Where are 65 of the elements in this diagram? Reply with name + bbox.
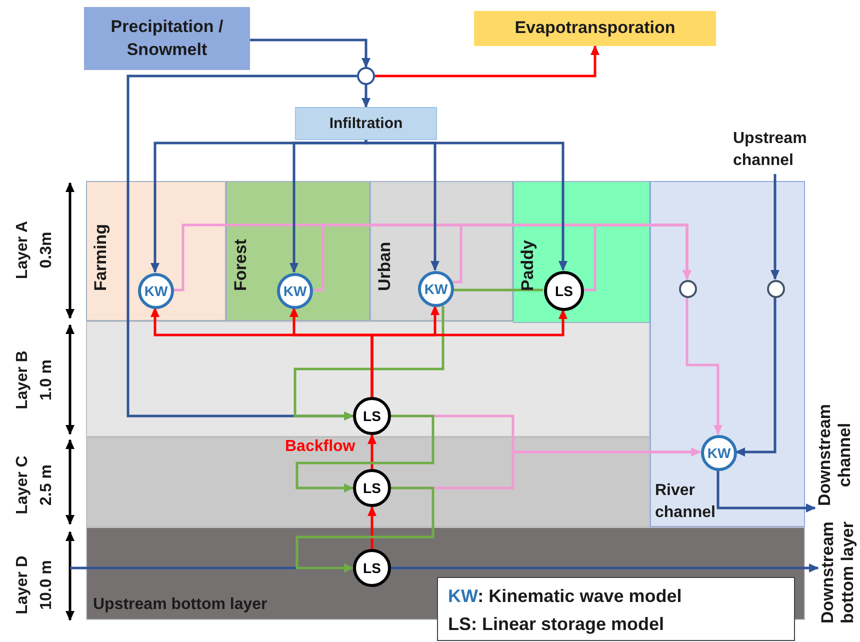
flow-box — [84, 7, 250, 70]
key-text: KW: Kinematic wave model — [448, 585, 683, 608]
edge-label: Backflow — [285, 438, 356, 456]
layer-label: Layer B — [13, 350, 32, 412]
model-circle — [701, 435, 737, 471]
layer-label: 2.5 m — [37, 464, 56, 508]
layer-label: Layer A — [13, 220, 32, 282]
junction-circle — [679, 280, 697, 298]
arrow — [296, 486, 434, 572]
arrow — [375, 45, 600, 78]
arrow — [294, 306, 444, 420]
arrow — [370, 309, 568, 397]
arrow — [362, 85, 370, 108]
arrow — [686, 297, 722, 435]
circle-label: KW — [144, 283, 168, 299]
box-label: Precipitation / Snowmelt — [110, 16, 224, 60]
band-label: River channel — [655, 481, 716, 523]
text-label: Upstream channel — [733, 128, 817, 174]
model-circle — [277, 273, 313, 309]
layer-label: 1.0 m — [37, 358, 56, 402]
land-use-column — [226, 181, 370, 321]
layer-label: Layer D — [13, 554, 32, 616]
circle-label: KW — [707, 445, 731, 461]
flow-box — [295, 107, 437, 140]
arrow — [716, 470, 816, 512]
box-label: Evapotransporation — [514, 17, 676, 40]
model-circle — [138, 273, 174, 309]
arrow — [368, 434, 376, 469]
circle-label: KW — [283, 283, 307, 299]
column-label: Forest — [230, 239, 251, 291]
layer-label: 10.0 m — [37, 559, 56, 612]
layer-label: 0.3m — [37, 230, 56, 270]
arrow — [290, 140, 368, 273]
arrow — [368, 506, 376, 549]
river-channel-band — [650, 181, 805, 527]
circle-label: LS — [363, 560, 381, 576]
key-box — [437, 577, 795, 641]
arrow — [126, 74, 357, 420]
arrow — [583, 224, 692, 292]
circle-label: LS — [555, 283, 573, 299]
arrow — [735, 297, 776, 456]
circle-label: KW — [424, 281, 448, 297]
arrow — [250, 38, 370, 68]
circle-label: LS — [363, 408, 381, 424]
circle-label: LS — [363, 480, 381, 496]
box-label: Infiltration — [328, 114, 404, 134]
arrow — [770, 174, 780, 280]
column-label: Paddy — [517, 240, 538, 291]
land-use-column — [86, 181, 226, 321]
layer-label: Layer C — [13, 454, 32, 516]
junction-circle — [357, 67, 375, 85]
model-circle — [418, 271, 454, 307]
key-text: LS: Linear storage model — [448, 613, 666, 636]
column-label: Urban — [374, 242, 395, 291]
flow-box — [474, 11, 716, 46]
arrow — [364, 140, 568, 271]
arrow — [391, 564, 819, 572]
model-circle — [544, 271, 584, 311]
land-use-column — [513, 181, 650, 323]
arrow — [296, 414, 434, 492]
junction-circle — [767, 280, 785, 298]
land-use-column — [370, 181, 513, 321]
layer-name: Upstream bottom layer — [93, 596, 268, 614]
column-label: Farming — [90, 224, 111, 291]
flow-line — [453, 288, 543, 292]
